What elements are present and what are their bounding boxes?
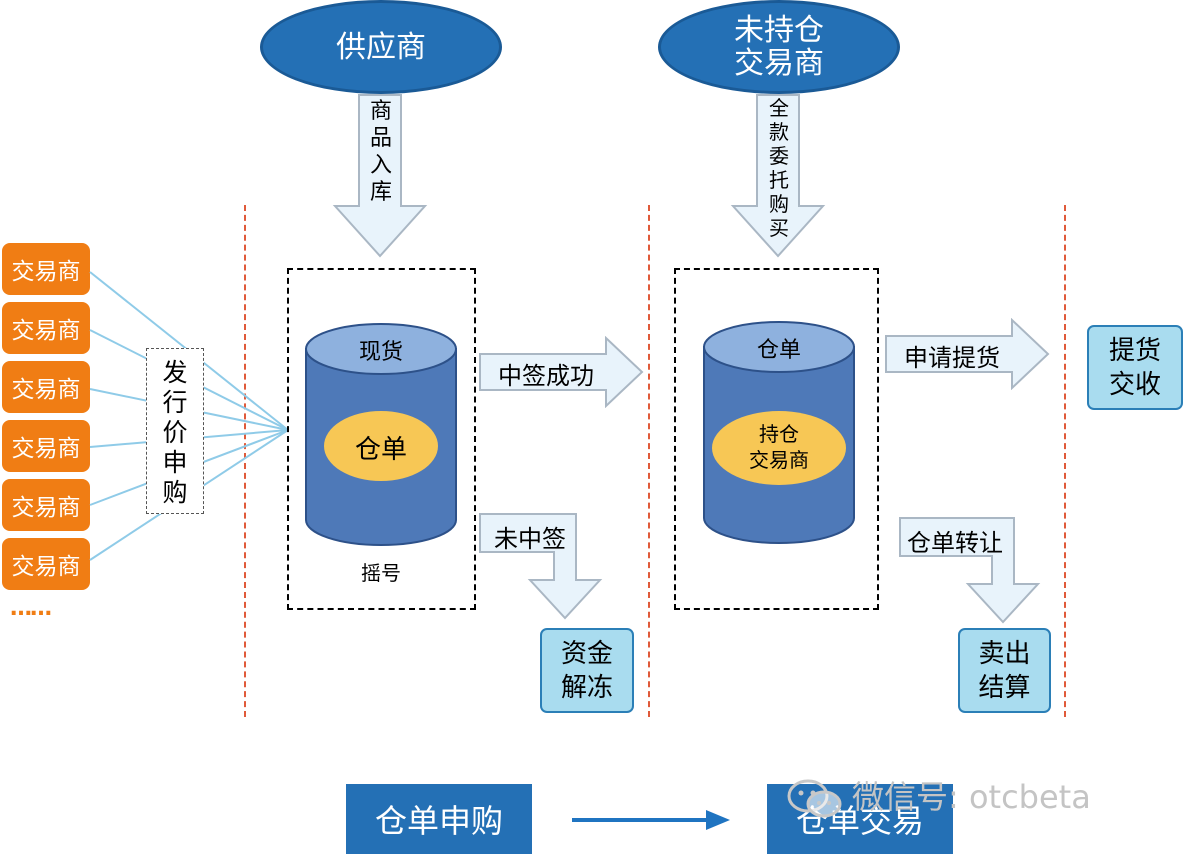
goods-in-label: 商品入库: [369, 99, 392, 205]
receipt-cylinder: [703, 321, 855, 544]
cylinder2-center-label: 持仓 交易商: [749, 422, 809, 472]
trader-5: 交易商: [2, 479, 90, 531]
bottom-arrow: [572, 810, 730, 830]
trader-2: 交易商: [2, 302, 90, 354]
separator-1: [244, 205, 246, 717]
transfer-arrow: [899, 517, 1041, 624]
watermark-text: 微信号: otcbeta: [852, 778, 1091, 816]
transfer-label: 仓单转让: [907, 529, 1003, 557]
trader-3: 交易商: [2, 361, 90, 413]
receipt-subscription-box: 仓单申购: [346, 784, 532, 854]
separator-3: [1064, 205, 1066, 717]
holding-box: [674, 268, 879, 610]
wechat-icon: [787, 779, 842, 818]
down-arrow-goods-in: [332, 94, 428, 258]
lose-arrow: [479, 513, 603, 620]
lottery-box: [287, 268, 476, 610]
funds-unfreeze-box: 资金 解冻: [540, 628, 634, 713]
trader-1: 交易商: [2, 243, 90, 295]
trader-4: 交易商: [2, 420, 90, 472]
cylinder1-center-label: 仓单: [354, 435, 407, 465]
trader-6: 交易商: [2, 538, 90, 590]
issue-price-subscribe-label: 发行价申购: [162, 358, 188, 507]
win-label: 中签成功: [498, 362, 594, 390]
full-payment-label: 全款委托购买: [769, 96, 789, 240]
separator-2: [648, 205, 650, 717]
apply-delivery-label: 申请提货: [904, 344, 1000, 372]
cylinder1-top-label: 现货: [358, 340, 403, 365]
win-arrow: [479, 336, 644, 408]
lose-label: 未中签: [494, 525, 566, 553]
sell-settle-box: 卖出 结算: [958, 628, 1051, 713]
lottery-caption: 摇号: [361, 561, 401, 585]
cylinder2-top-label: 仓单: [756, 338, 801, 363]
issue-price-subscribe-box: [146, 348, 204, 514]
spot-cylinder: [305, 323, 457, 546]
non-holding-trader-ellipse: 未持仓 交易商: [658, 0, 900, 94]
traders-ellipsis: ……: [10, 596, 52, 621]
subscription-lines: [89, 271, 289, 561]
apply-delivery-arrow: [885, 318, 1050, 390]
delivery-box: 提货 交收: [1087, 325, 1183, 410]
supplier-ellipse: 供应商: [260, 0, 502, 94]
down-arrow-full-payment: [730, 94, 826, 258]
